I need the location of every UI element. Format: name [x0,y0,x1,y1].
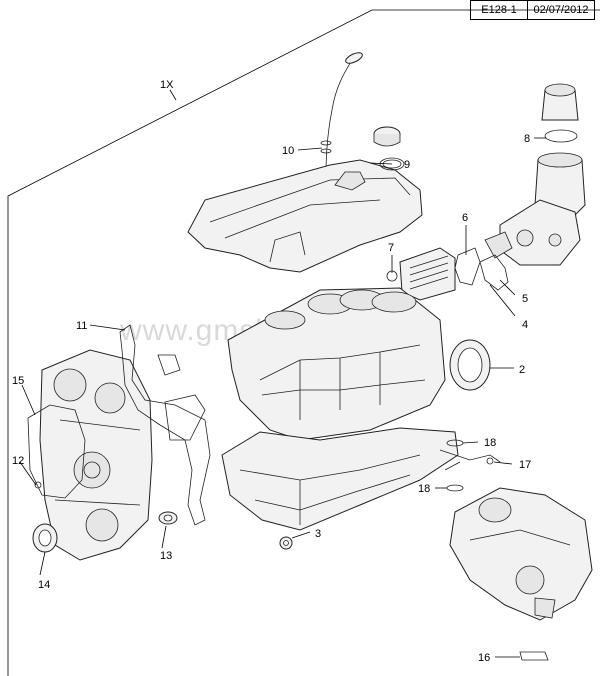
callout-4: 4 [522,319,528,331]
assembly-boundary [7,9,600,676]
assembly-leader [169,89,177,101]
callout-12: 12 [12,455,24,467]
camshaft-seal [158,511,178,525]
callout-13: 13 [160,550,172,562]
drain-plug [279,536,293,550]
cam-cover [187,159,423,273]
bolt [34,481,42,489]
callout-7: 7 [388,242,394,254]
callout-9: 9 [404,159,410,171]
callout-11: 11 [76,320,87,332]
callout-2: 2 [519,364,525,376]
assembly-label: 1X [160,79,174,91]
oil-pan [221,427,459,531]
oil-filter-housing [484,83,586,266]
rear-crankshaft-seal [449,339,491,391]
o-ring-lower [446,484,464,492]
bracket [519,651,549,661]
callout-10: 10 [282,145,294,157]
timing-cover [39,349,153,561]
callout-6: 6 [462,212,468,224]
callout-18-upper: 18 [484,437,496,449]
callout-3: 3 [315,528,321,540]
callout-5: 5 [522,293,528,305]
timing-gasket-set [119,324,211,526]
callout-8: 8 [524,133,530,145]
cylinder-block [227,287,446,441]
oil-filler-cap [373,126,405,171]
housing-gasket [479,254,509,291]
callout-15: 15 [12,375,24,387]
turbocharger-assembly [439,449,593,621]
callout-18-lower: 18 [418,483,430,495]
callout-14: 14 [38,579,50,591]
oil-cooler-gasket [454,247,481,286]
timing-cover-gasket [27,404,86,499]
leader-lines [19,137,546,658]
callout-16: 16 [478,652,490,664]
callout-17: 17 [519,459,531,471]
front-crankshaft-seal [32,523,58,553]
